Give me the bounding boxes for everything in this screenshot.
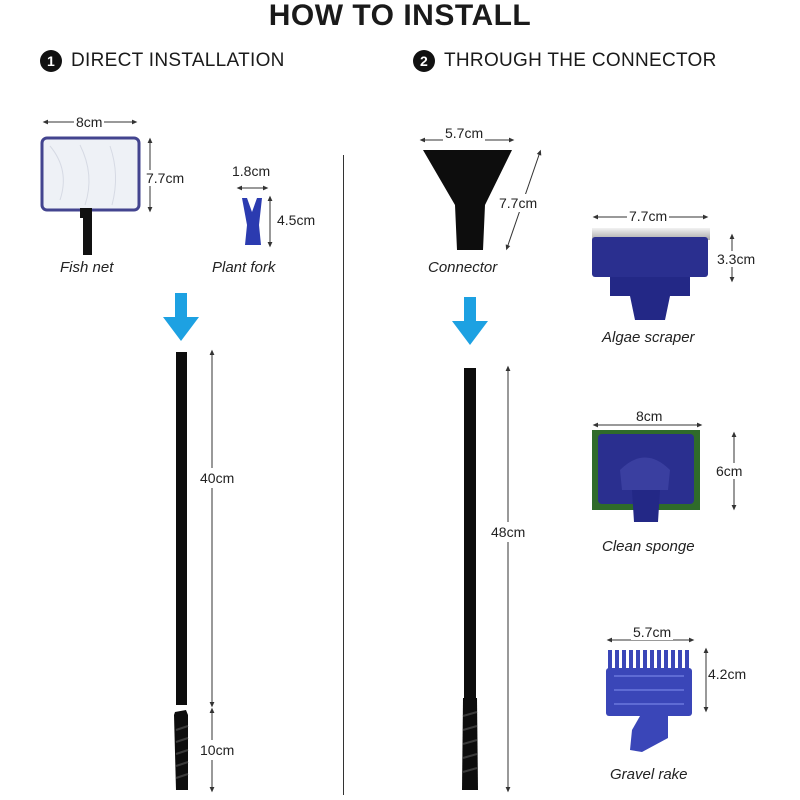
- algae-scraper-width-label: 7.7cm: [627, 208, 670, 224]
- gravel-rake-caption: Gravel rake: [610, 766, 688, 783]
- connector-width-label: 5.7cm: [443, 125, 486, 141]
- fish-net-caption: Fish net: [60, 259, 114, 276]
- section-divider: [343, 155, 344, 795]
- fish-net-width-label: 8cm: [74, 114, 105, 130]
- section-through-connector: 2 THROUGH THE CONNECTOR: [413, 50, 717, 72]
- step-number-badge: 1: [40, 50, 62, 72]
- step-number-badge: 2: [413, 50, 435, 72]
- clean-sponge-width-label: 8cm: [634, 408, 665, 424]
- clean-sponge-illustration: [592, 422, 737, 522]
- left-handle-length-label: 10cm: [200, 740, 235, 760]
- right-pole-length-label: 48cm: [491, 522, 526, 542]
- down-arrow-left: [163, 293, 199, 341]
- algae-scraper-height-label: 3.3cm: [717, 251, 756, 267]
- section-direct-installation: 1 DIRECT INSTALLATION: [40, 50, 285, 72]
- gravel-rake-illustration: [606, 637, 709, 752]
- left-pole-illustration: [174, 349, 215, 793]
- connector-caption: Connector: [428, 259, 498, 276]
- plant-fork-height-label: 4.5cm: [277, 212, 316, 228]
- algae-scraper-illustration: [592, 214, 735, 320]
- plant-fork-width-label: 1.8cm: [232, 163, 271, 179]
- left-pole-length-label: 40cm: [200, 468, 235, 488]
- gravel-rake-height-label: 4.2cm: [708, 666, 747, 682]
- clean-sponge-height-label: 6cm: [716, 463, 743, 479]
- clean-sponge-caption: Clean sponge: [602, 538, 695, 555]
- section-label: THROUGH THE CONNECTOR: [444, 50, 717, 71]
- right-pole-illustration: [462, 365, 511, 793]
- down-arrow-right: [452, 297, 488, 345]
- fish-net-height-label: 7.7cm: [146, 170, 185, 186]
- algae-scraper-caption: Algae scraper: [602, 329, 695, 346]
- plant-fork-caption: Plant fork: [212, 259, 276, 276]
- connector-height-label: 7.7cm: [497, 194, 540, 212]
- page-title: HOW TO INSTALL: [268, 0, 532, 32]
- section-label: DIRECT INSTALLATION: [71, 50, 285, 71]
- plant-fork-illustration: [236, 185, 273, 248]
- gravel-rake-width-label: 5.7cm: [631, 624, 674, 640]
- fish-net-illustration: [40, 119, 153, 255]
